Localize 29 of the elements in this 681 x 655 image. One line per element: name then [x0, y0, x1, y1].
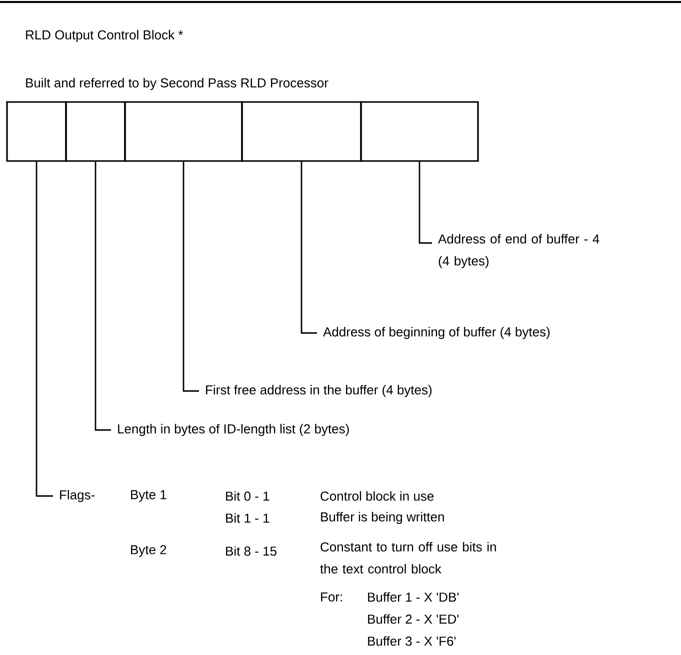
leader-line — [182, 161, 199, 392]
leader-line — [418, 161, 432, 244]
field-cell — [65, 101, 126, 162]
note-text: Bit 0 - 1 — [226, 491, 270, 501]
title: RLD Output Control Block * — [26, 30, 184, 42]
note-text: Byte 2 — [131, 545, 166, 557]
note-text: Constant to turn off use bits in the text control block — [320, 542, 496, 574]
field-cell — [360, 101, 479, 162]
note-text: Buffer 1 - X 'DB' — [368, 592, 458, 602]
field-description: Address of beginning of buffer (4 bytes) — [323, 326, 550, 340]
note-text: Bit 8 - 15 — [226, 546, 276, 556]
field-description: First free address in the buffer (4 bytes) — [206, 384, 432, 398]
field-cell — [124, 101, 243, 162]
field-description: Address of end of buffer - 4 (4 bytes) — [438, 234, 600, 268]
note-text: Buffer is being written — [321, 512, 444, 524]
note-text: Built and referred to by Second Pass RLD Processor — [26, 78, 328, 90]
field-description: Flags- — [60, 490, 95, 502]
leader-line — [94, 161, 111, 431]
note-text: Byte 1 — [131, 490, 166, 502]
field-cell — [241, 101, 362, 162]
note-text: Control block in use — [320, 491, 434, 501]
note-text: Bit 1 - 1 — [226, 513, 270, 523]
field-cell — [6, 101, 67, 162]
note-text: For: — [321, 592, 342, 602]
leader-line — [300, 161, 317, 334]
leader-line — [36, 161, 53, 497]
note-text: Buffer 3 - X 'F6' — [368, 636, 456, 646]
note-text: Buffer 2 - X 'ED' — [368, 614, 458, 624]
field-description: Length in bytes of ID-length list (2 bytes) — [118, 424, 349, 436]
